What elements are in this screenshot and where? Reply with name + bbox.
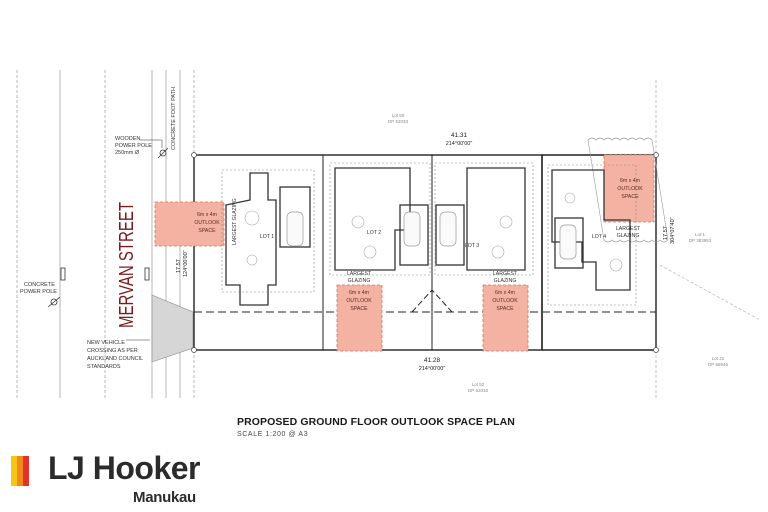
- lj-hooker-logo: LJ Hooker Manukau: [8, 450, 208, 512]
- revision-cloud: [587, 137, 669, 243]
- lot3-outlook-space: [482, 284, 529, 352]
- lot4-outlook-space: [603, 154, 655, 223]
- plan-scale: SCALE 1:200 @ A3: [237, 431, 309, 438]
- lot2-outlook-space: [336, 284, 383, 352]
- lot3-label: LOT 3: [465, 243, 479, 249]
- logo-brand: LJ Hooker: [48, 450, 200, 486]
- concrete-power-pole-icon: [47, 296, 61, 308]
- logo-bars-icon: [11, 456, 29, 486]
- lot1-outlook-space: [154, 201, 225, 247]
- light-post-icon: [60, 267, 66, 281]
- bottom-dimension: 41.28: [424, 357, 441, 364]
- site-boundary: [193, 154, 657, 351]
- lot2-label: LOT 2: [367, 230, 381, 236]
- footpath-label: CONCRETE FOOT PATH: [171, 87, 177, 150]
- lot1-label: LOT 1: [260, 234, 274, 240]
- svg-text:214°00'00": 214°00'00": [446, 141, 473, 147]
- outlook-spaces: [154, 154, 655, 352]
- light-post-icon: [144, 267, 150, 281]
- top-dimension: 41.31: [451, 132, 468, 139]
- right-dimension: 17.57304°07'40": [663, 217, 676, 244]
- lot1-glazing: LARGEST GLAZING: [232, 198, 238, 245]
- car-icons: [286, 211, 577, 260]
- lot4-label: LOT 4: [592, 234, 606, 240]
- svg-text:214°00'00": 214°00'00": [419, 366, 446, 372]
- logo-office: Manukau: [133, 489, 196, 506]
- street-name: MERVAN STREET: [115, 202, 138, 328]
- plan-title: PROPOSED GROUND FLOOR OUTLOOK SPACE PLAN: [237, 416, 515, 428]
- vehicle-crossing: [151, 294, 194, 363]
- wooden-power-pole-icon: [157, 147, 169, 159]
- left-dimension: 17.57124°00'00": [176, 250, 189, 277]
